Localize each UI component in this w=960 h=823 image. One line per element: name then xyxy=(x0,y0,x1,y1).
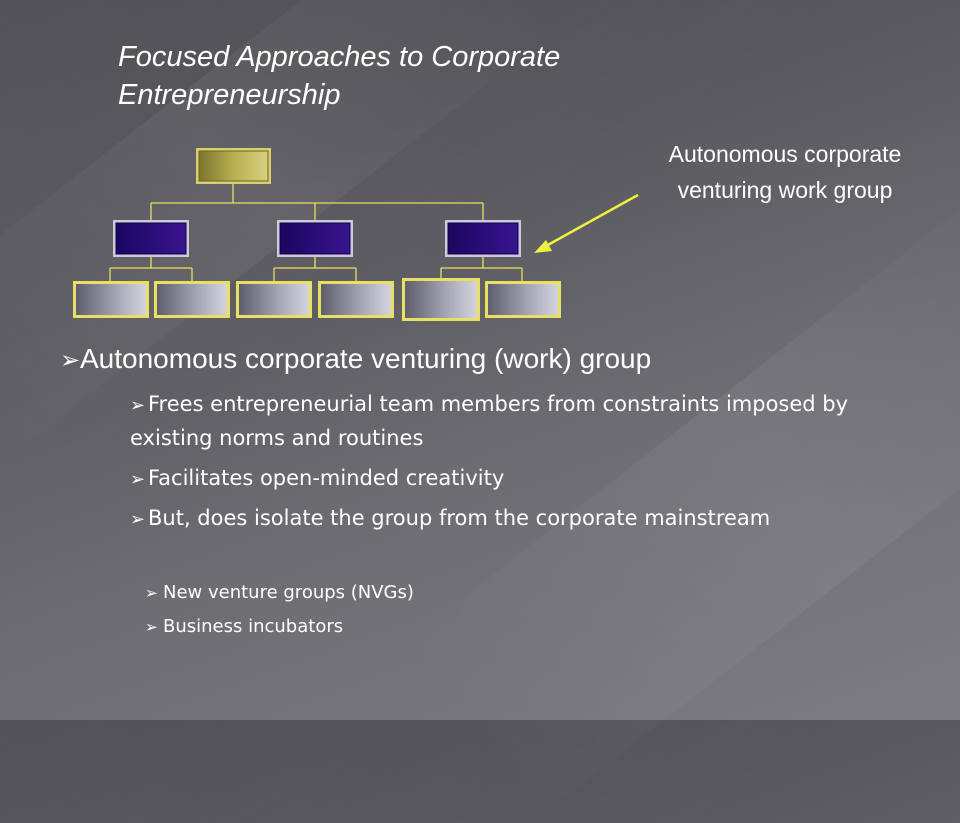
bullet-text: Frees entrepreneurial team members from … xyxy=(130,392,849,450)
bullet-level2: ➢But, does isolate the group from the co… xyxy=(130,502,930,536)
org-box-bottom xyxy=(318,281,394,318)
org-chart-diagram xyxy=(73,148,639,321)
bullet-text: Facilitates open-minded creativity xyxy=(148,466,505,490)
bullet-level3: ➢ New venture groups (NVGs) xyxy=(145,578,845,608)
bullet-arrow-icon: ➢ xyxy=(60,347,81,374)
org-box-bottom xyxy=(73,281,149,318)
bullet-text: Business incubators xyxy=(163,616,344,637)
slide-title: Focused Approaches to Corporate Entrepre… xyxy=(118,41,561,111)
org-box-bottom-highlighted xyxy=(402,278,480,321)
org-box-bottom xyxy=(154,281,230,318)
diagram-callout-label: Autonomous corporate venturing work grou… xyxy=(668,141,902,203)
bullet-arrow-icon: ➢ xyxy=(130,395,145,416)
org-box-bottom xyxy=(485,281,561,318)
bullet-level2: ➢Frees entrepreneurial team members from… xyxy=(130,388,930,455)
bullet-text: Autonomous corporate venturing (work) gr… xyxy=(80,343,652,374)
bullet-level3: ➢ Business incubators xyxy=(145,612,845,642)
callout-arrow xyxy=(534,193,639,253)
bullet-arrow-icon: ➢ xyxy=(130,469,145,490)
bullet-arrow-icon: ➢ xyxy=(130,509,145,530)
org-box-mid xyxy=(445,220,521,257)
bullet-level2: ➢Facilitates open-minded creativity xyxy=(130,462,930,496)
connector-lines xyxy=(109,184,523,283)
org-box-bottom xyxy=(236,281,312,318)
bullet-text: New venture groups (NVGs) xyxy=(163,582,414,603)
bullet-text: But, does isolate the group from the cor… xyxy=(148,506,771,530)
org-box-mid xyxy=(277,220,353,257)
org-box-mid xyxy=(113,220,189,257)
bullet-arrow-icon: ➢ xyxy=(145,618,158,636)
bullet-arrow-icon: ➢ xyxy=(145,584,158,602)
bullet-level1: ➢Autonomous corporate venturing (work) g… xyxy=(60,339,940,381)
